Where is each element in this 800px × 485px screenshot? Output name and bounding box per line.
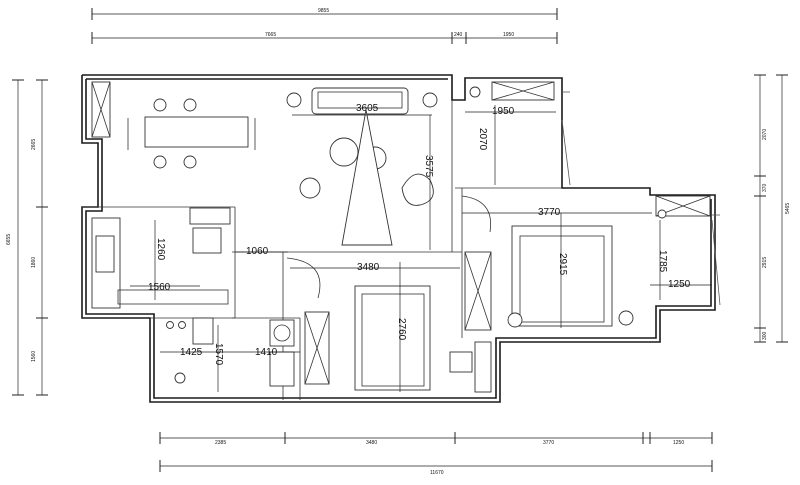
toilet [174,372,186,384]
fixture [166,321,174,329]
door-swing [286,257,321,299]
dim-balcony-right-h: 1785 [657,250,668,273]
dim-laundry-w: 1410 [255,347,278,358]
dim-top-total: 9855 [318,8,329,14]
dim-bottom-c: 3770 [543,440,554,446]
dim-kitchen-w: 1560 [148,282,171,293]
dim-living-w: 3605 [356,103,379,114]
coffee-table [329,137,359,167]
kitchen: 1260 1560 [91,207,231,309]
right-dimension-lines: 2070 370 2915 300 5465 [754,74,791,343]
dim-left-b: 1860 [31,257,37,268]
sink [95,235,115,273]
dim-right-a: 2070 [762,129,768,140]
dining-area [91,81,256,169]
chair [183,155,197,169]
balcony-top: 1950 2070 [465,81,571,186]
dim-living-h: 3575 [423,155,434,178]
chair [449,351,473,373]
dim-hall-w: 1060 [246,246,269,257]
drain [469,86,481,98]
upper-cabinet [189,207,231,225]
nightstand [618,310,634,326]
lounge-chair [401,173,434,206]
dim-balcony-right-w: 1250 [668,279,691,290]
living-room: 3605 3575 [286,87,438,250]
drain [657,209,667,219]
dim-balcony-top-h: 2070 [477,128,488,151]
side-table [286,92,302,108]
stove [192,227,222,254]
dim-bottom-d: 1250 [673,440,684,446]
dim-bath-h: 1570 [213,343,224,366]
balcony-right: 1250 1785 [650,195,721,306]
dim-left-a: 2665 [31,139,37,150]
dim-kitchen-h: 1260 [155,238,166,261]
dim-bottom-total: 11670 [430,470,444,476]
dim-balcony-top-w: 1950 [492,106,515,117]
dim-right-c: 2915 [762,257,768,268]
dim-bottom-b: 3480 [366,440,377,446]
left-dimension-lines: 6655 2665 1860 1560 [6,79,48,396]
tv-area [341,109,393,246]
chair [183,98,197,112]
nightstand [507,312,523,328]
dim-left-c: 1560 [31,351,37,362]
bathroom: 1425 1570 1410 [160,317,300,392]
bed [354,285,431,391]
dim-top-b: 240 [454,32,463,38]
side-table [422,92,438,108]
dim-bedroom-b-w: 3480 [357,262,380,273]
dim-top-a: 7665 [265,32,276,38]
vanity [192,317,214,345]
sofa [311,87,409,115]
top-dimension-lines: 9855 7665 240 1950 [91,8,558,44]
dim-right-b: 370 [762,183,768,192]
hallway: 1060 [235,246,321,299]
dim-bottom-a: 2385 [215,440,226,446]
dim-bath-w: 1425 [180,347,203,358]
dim-bedroom-b-h: 2760 [396,318,407,341]
door-swing [461,195,492,233]
chair [153,98,167,112]
dim-bedroom-a-w: 3770 [538,207,561,218]
bed [511,225,613,327]
dim-top-c: 1950 [503,32,514,38]
dim-bedroom-a-h: 2915 [557,253,568,276]
dining-table [144,116,249,148]
chair [153,155,167,169]
desk [474,341,492,393]
bottom-dimension-lines: 2385 3480 3770 1250 11670 [159,432,713,476]
dim-right-total: 5465 [785,203,791,214]
bedroom-bottom: 3480 2760 [290,262,492,393]
bedroom-right: 3770 2915 [461,195,652,331]
dim-left-total: 6655 [6,234,12,245]
ottoman [299,177,321,199]
dim-right-d: 300 [762,331,768,340]
fixture [178,321,186,329]
sink [269,351,295,387]
